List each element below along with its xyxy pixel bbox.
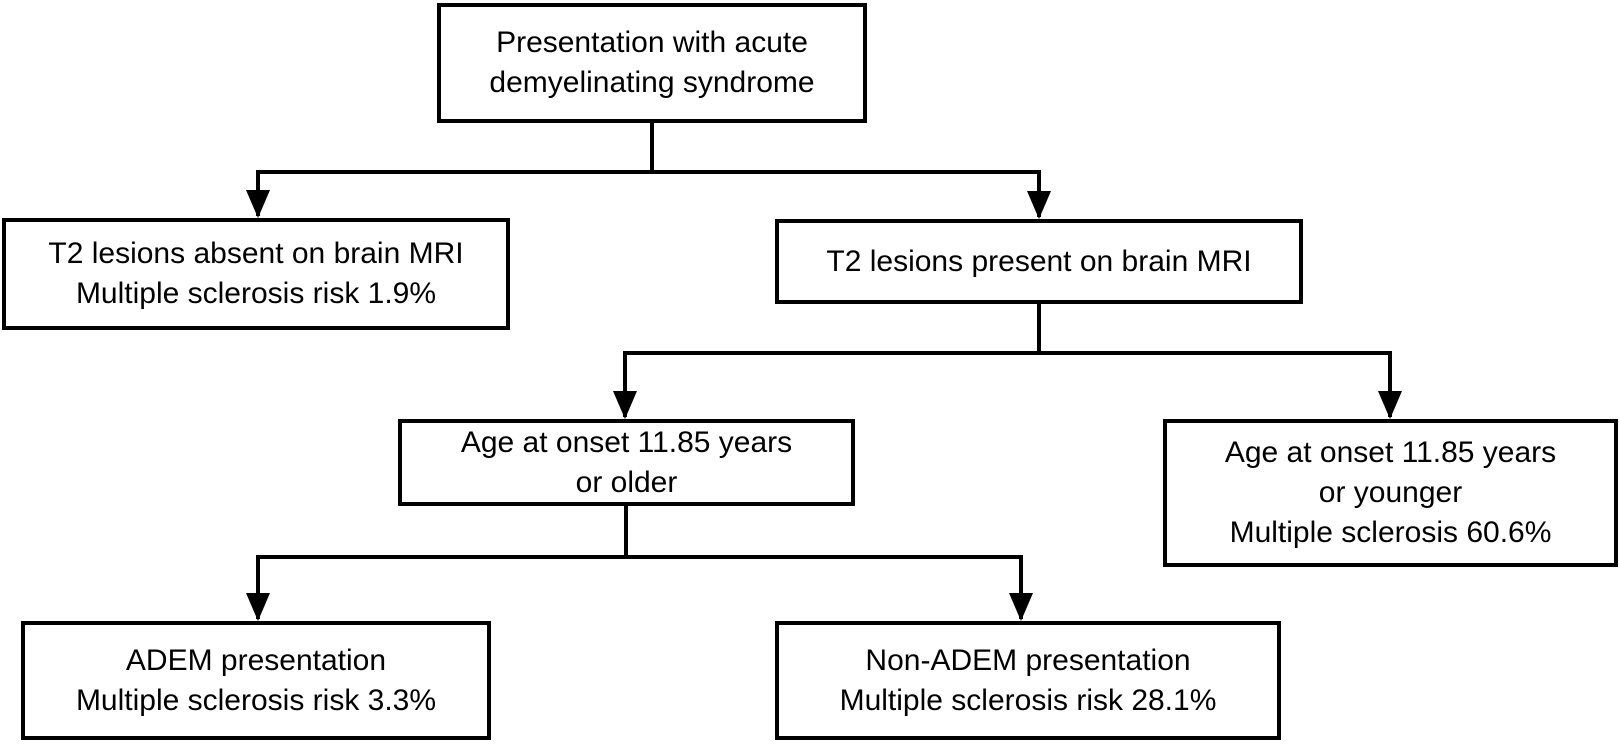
node-text-line: demyelinating syndrome bbox=[489, 66, 815, 99]
node-t2-present: T2 lesions present on brain MRI bbox=[775, 219, 1303, 304]
node-text-line: T2 lesions absent on brain MRI bbox=[48, 237, 464, 270]
node-text-line: Age at onset 11.85 years bbox=[1224, 436, 1557, 469]
node-adem: ADEM presentation Multiple sclerosis ris… bbox=[21, 621, 491, 740]
node-text-line: Age at onset 11.85 years bbox=[460, 425, 793, 459]
edge-t2-present-branch bbox=[623, 351, 1392, 417]
node-t2-absent: T2 lesions absent on brain MRI Multiple … bbox=[2, 218, 510, 330]
arrowhead-to-t2-absent bbox=[246, 190, 270, 218]
node-non-adem: Non-ADEM presentation Multiple sclerosis… bbox=[775, 621, 1281, 740]
node-text-line: Multiple sclerosis risk 1.9% bbox=[75, 277, 437, 310]
arrowhead-to-age-older bbox=[613, 391, 637, 419]
node-age-older: Age at onset 11.85 years or older bbox=[398, 419, 855, 506]
node-age-younger: Age at onset 11.85 years or younger Mult… bbox=[1163, 419, 1618, 567]
arrowhead-to-age-younger bbox=[1378, 391, 1402, 419]
node-text-line: Multiple sclerosis 60.6% bbox=[1229, 516, 1552, 549]
node-text-line: or younger bbox=[1318, 476, 1463, 509]
edge-age-older-branch bbox=[256, 555, 1023, 619]
node-text-line: ADEM presentation bbox=[125, 643, 387, 677]
arrowhead-to-adem bbox=[246, 593, 270, 621]
node-text-line: Presentation with acute bbox=[496, 26, 808, 59]
node-text-line: Multiple sclerosis risk 28.1% bbox=[839, 683, 1217, 717]
node-presentation: Presentation with acute demyelinating sy… bbox=[437, 3, 867, 123]
node-text-line: Non-ADEM presentation bbox=[865, 643, 1191, 677]
arrowhead-to-t2-present bbox=[1027, 191, 1051, 219]
arrowhead-to-non-adem bbox=[1009, 593, 1033, 621]
edge-presentation-branch bbox=[256, 170, 1041, 217]
node-text-line: or older bbox=[575, 465, 678, 499]
node-text-line: T2 lesions present on brain MRI bbox=[826, 244, 1252, 278]
node-text-line: Multiple sclerosis risk 3.3% bbox=[75, 683, 437, 717]
